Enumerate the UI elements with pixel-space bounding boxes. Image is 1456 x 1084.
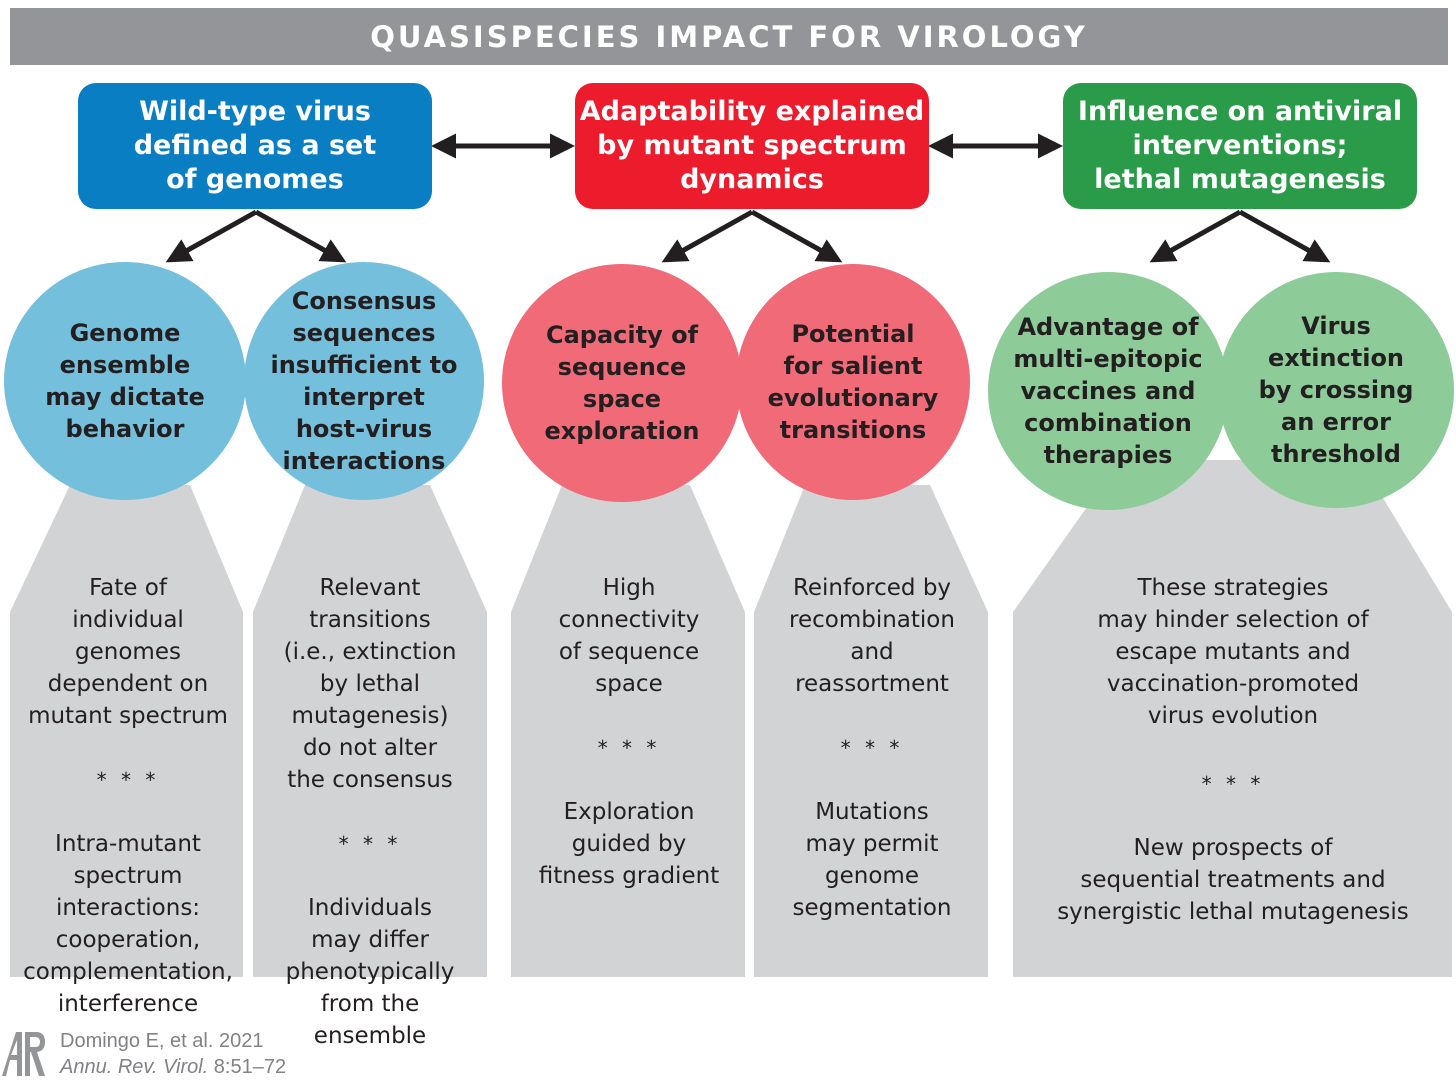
citation-authors: Domingo E, et al. 2021 [60,1030,264,1052]
branch-arrow-icon [1149,209,1331,263]
panel-4-part-a: Reinforced by recombination and reassort… [789,575,955,697]
separator-stars: * * * [597,736,661,760]
panel-5-part-a: These strategies may hinder selection of… [1097,575,1369,729]
citation-pages: 8:51–72 [208,1056,287,1078]
panel-2-part-b: Individuals may differ phenotypically fr… [285,895,455,1049]
panel-3-shape [511,485,745,977]
panel-2-shape [253,485,487,977]
citation-journal: Annu. Rev. Virol. [60,1056,209,1078]
separator-stars: * * * [96,768,160,792]
panel-2-part-a: Relevant transitions (i.e., extinction b… [283,575,457,793]
circle-capacity: Capacity of sequence space exploration [502,264,742,502]
branch-arrow-icon [661,209,843,263]
panel-3-part-b: Exploration guided by fitness gradient [538,799,720,889]
panel-4-shape [754,485,988,977]
panel-3-text: High connectivity of sequence space * * … [511,540,747,924]
circle-virus-extinction: Virus extinction by crossing an error th… [1218,272,1454,508]
citation-journal-line: Annu. Rev. Virol. 8:51–72 [60,1054,286,1080]
separator-stars: * * * [1201,772,1265,796]
title-banner: QUASISPECIES IMPACT FOR VIROLOGY [10,8,1448,65]
circle-potential: Potential for salient evolutionary trans… [736,264,970,500]
panel-5-text: These strategies may hinder selection of… [1013,540,1453,960]
separator-stars: * * * [338,832,402,856]
circle-advantage: Advantage of multi-epitopic vaccines and… [988,272,1228,510]
circle-genome-ensemble: Genome ensemble may dictate behavior [4,262,246,500]
box-adaptability: Adaptability explained by mutant spectru… [575,83,929,209]
panel-1-part-b: Intra-mutant spectrum interactions: coop… [23,831,233,1017]
branch-arrow-icon [165,209,347,263]
citation: Domingo E, et al. 2021 Annu. Rev. Virol.… [60,1028,286,1080]
panel-5-shape [1013,460,1452,977]
box-wild-type: Wild-type virus defined as a set of geno… [78,83,432,209]
annual-reviews-logo-icon [0,1028,46,1078]
panel-4-text: Reinforced by recombination and reassort… [754,540,990,956]
panel-5-part-b: New prospects of sequential treatments a… [1057,835,1409,925]
panel-1-text: Fate of individual genomes dependent on … [10,540,246,1052]
circle-consensus-sequences: Consensus sequences insufficient to inte… [244,262,484,500]
panel-1-part-a: Fate of individual genomes dependent on … [28,575,228,729]
panel-3-part-a: High connectivity of sequence space [558,575,700,697]
panel-1-shape [10,485,243,977]
separator-stars: * * * [840,736,904,760]
box-antiviral: Influence on antiviral interventions; le… [1063,83,1417,209]
panel-2-text: Relevant transitions (i.e., extinction b… [250,540,490,1084]
panel-4-part-b: Mutations may permit genome segmentation [792,799,952,921]
